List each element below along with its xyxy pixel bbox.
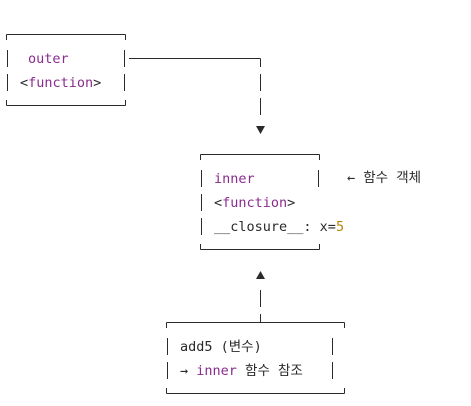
add5-box: [166, 322, 345, 394]
inner-type: <function>: [214, 195, 295, 211]
arrowhead-up: [256, 271, 265, 279]
arrowhead-down: [256, 126, 265, 134]
inner-annotation: ← 함수 객체: [347, 170, 421, 186]
inner-name: inner: [214, 171, 255, 187]
outer-type: <function>: [20, 75, 101, 91]
outer-name: outer: [28, 51, 69, 67]
inner-closure: __closure__: x=5: [214, 219, 344, 235]
outer-box: [6, 34, 126, 106]
inner-box: [200, 154, 320, 250]
add5-label: add5 (변수): [180, 339, 262, 355]
connector-outer-to-inner: [129, 58, 261, 115]
add5-reference: → inner 함수 참조: [180, 363, 303, 379]
